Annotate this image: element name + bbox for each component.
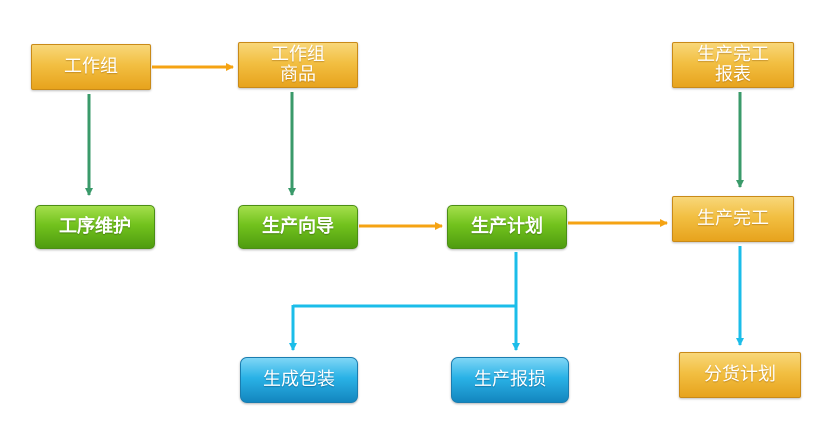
node-label: 报表 (715, 64, 751, 85)
node-label: 生产完工 (697, 44, 769, 65)
node-label: 商品 (280, 64, 316, 85)
node-label: 生产完工 (697, 208, 769, 229)
node-label: 工作组 (271, 44, 325, 65)
node-label: 生产报损 (474, 369, 546, 390)
node-process-maintenance[interactable]: 工序维护 (35, 205, 155, 249)
node-label: 生成包装 (263, 369, 335, 390)
node-label: 生产向导 (262, 216, 334, 237)
node-goods-distribution[interactable]: 分货计划 (679, 352, 801, 398)
node-label: 生产计划 (471, 216, 543, 237)
node-production-completion-report[interactable]: 生产完工 报表 (672, 42, 794, 88)
node-label: 工作组 (64, 56, 118, 77)
node-work-group[interactable]: 工作组 (31, 44, 151, 90)
node-production-complete[interactable]: 生产完工 (672, 196, 794, 242)
node-production-plan[interactable]: 生产计划 (447, 205, 567, 249)
node-work-group-products[interactable]: 工作组 商品 (238, 42, 358, 88)
node-production-scrap[interactable]: 生产报损 (451, 357, 569, 403)
node-label: 工序维护 (59, 216, 131, 237)
node-production-wizard[interactable]: 生产向导 (238, 205, 358, 249)
node-production-packaging[interactable]: 生成包装 (240, 357, 358, 403)
node-label: 分货计划 (704, 364, 776, 385)
